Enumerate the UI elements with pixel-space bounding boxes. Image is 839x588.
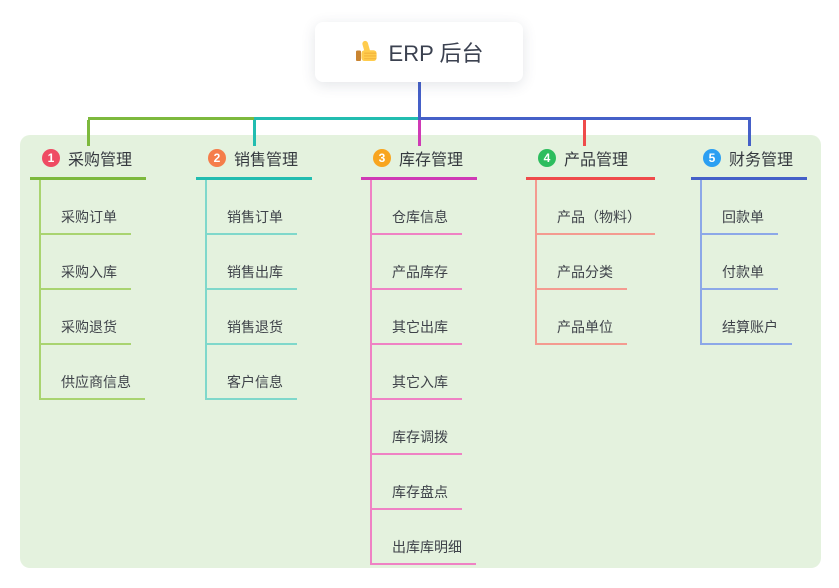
branch-2: 2 销售管理 销售订单销售出库销售退货客户信息: [196, 146, 312, 400]
connector-bus-middle: [254, 117, 421, 120]
branch-children: 回款单付款单结算账户: [700, 180, 792, 345]
child-node[interactable]: 回款单: [702, 207, 778, 235]
connector-drop-2: [252, 120, 256, 146]
child-row: 产品分类: [537, 235, 655, 290]
child-node[interactable]: 出库库明细: [372, 537, 476, 565]
child-node[interactable]: 产品库存: [372, 262, 462, 290]
child-node[interactable]: 客户信息: [207, 372, 297, 400]
branch-number-badge: 4: [538, 149, 556, 167]
child-row: 销售订单: [207, 180, 297, 235]
child-row: 出库库明细: [372, 510, 476, 565]
child-row: 库存盘点: [372, 455, 476, 510]
branch-children: 仓库信息产品库存其它出库其它入库库存调拨库存盘点出库库明细: [370, 180, 476, 565]
connector-bus-right: [417, 117, 751, 120]
branch-title: 财务管理: [729, 152, 794, 169]
child-row: 产品单位: [537, 290, 655, 345]
connector-drop-1: [86, 120, 90, 146]
child-node[interactable]: 采购退货: [41, 317, 131, 345]
child-row: 仓库信息: [372, 180, 476, 235]
branch-title: 库存管理: [399, 152, 464, 169]
child-row: 销售出库: [207, 235, 297, 290]
branch-children: 产品（物料） 产品分类产品单位: [535, 180, 655, 345]
child-row: 采购入库: [41, 235, 145, 290]
connector-drop-3: [417, 120, 421, 146]
child-row: 库存调拨: [372, 400, 476, 455]
branch-number-badge: 3: [373, 149, 391, 167]
branch-4: 4 产品管理 产品（物料） 产品分类产品单位: [526, 146, 655, 345]
child-node[interactable]: 库存盘点: [372, 482, 462, 510]
child-node[interactable]: 产品单位: [537, 317, 627, 345]
child-row: 结算账户: [702, 290, 792, 345]
connector-drop-5: [747, 120, 751, 146]
branch-3: 3 库存管理 仓库信息产品库存其它出库其它入库库存调拨库存盘点出库库明细: [361, 146, 477, 565]
branch-number-badge: 2: [208, 149, 226, 167]
branch-number-badge: 1: [42, 149, 60, 167]
child-node[interactable]: 销售订单: [207, 207, 297, 235]
branch-header[interactable]: 3 库存管理: [361, 146, 477, 180]
thumbs-up-icon: [355, 40, 379, 64]
branch-title: 采购管理: [68, 152, 133, 169]
child-row: 采购订单: [41, 180, 145, 235]
branch-title: 产品管理: [564, 152, 629, 169]
child-node[interactable]: 销售退货: [207, 317, 297, 345]
child-row: 产品库存: [372, 235, 476, 290]
child-node[interactable]: 采购订单: [41, 207, 131, 235]
child-row: 其它入库: [372, 345, 476, 400]
child-row: 销售退货: [207, 290, 297, 345]
branch-5: 5 财务管理 回款单付款单结算账户: [691, 146, 807, 345]
connector-root-stem: [417, 82, 421, 120]
child-row: 产品（物料）: [537, 180, 655, 235]
child-row: 其它出库: [372, 290, 476, 345]
branch-header[interactable]: 1 采购管理: [30, 146, 146, 180]
connector-drop-4: [582, 120, 586, 146]
branch-children: 销售订单销售出库销售退货客户信息: [205, 180, 297, 400]
child-node[interactable]: 仓库信息: [372, 207, 462, 235]
child-node[interactable]: 结算账户: [702, 317, 792, 345]
background-panel: [20, 135, 821, 568]
child-node[interactable]: 供应商信息: [41, 372, 145, 400]
child-row: 回款单: [702, 180, 792, 235]
root-title: ERP 后台: [388, 41, 484, 66]
child-node[interactable]: 采购入库: [41, 262, 131, 290]
child-node[interactable]: 其它入库: [372, 372, 462, 400]
child-row: 客户信息: [207, 345, 297, 400]
branch-number-badge: 5: [703, 149, 721, 167]
child-row: 采购退货: [41, 290, 145, 345]
branch-title: 销售管理: [234, 152, 299, 169]
connector-bus-left: [88, 117, 254, 120]
child-node[interactable]: 产品（物料）: [537, 207, 655, 235]
root-node[interactable]: ERP 后台: [315, 22, 523, 82]
child-node[interactable]: 库存调拨: [372, 427, 462, 455]
child-row: 付款单: [702, 235, 792, 290]
child-node[interactable]: 其它出库: [372, 317, 462, 345]
child-node[interactable]: 销售出库: [207, 262, 297, 290]
branch-1: 1 采购管理 采购订单采购入库采购退货供应商信息: [30, 146, 146, 400]
child-node[interactable]: 付款单: [702, 262, 778, 290]
branch-header[interactable]: 5 财务管理: [691, 146, 807, 180]
branch-header[interactable]: 4 产品管理: [526, 146, 655, 180]
child-row: 供应商信息: [41, 345, 145, 400]
child-node[interactable]: 产品分类: [537, 262, 627, 290]
branch-header[interactable]: 2 销售管理: [196, 146, 312, 180]
branch-children: 采购订单采购入库采购退货供应商信息: [39, 180, 145, 400]
